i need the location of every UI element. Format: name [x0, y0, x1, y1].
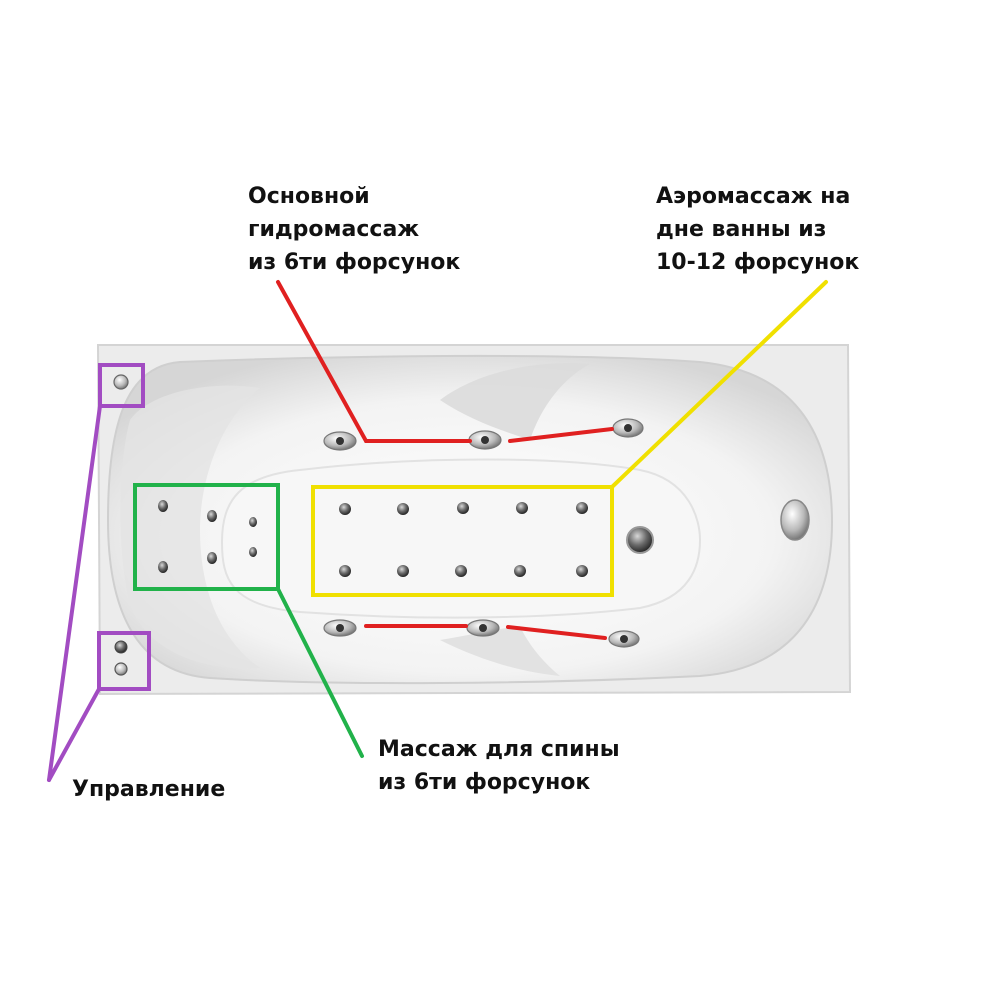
aero-nozzle [576, 565, 588, 577]
hydro-nozzle [612, 418, 644, 438]
main-hydromassage-line: из 6ти форсунок [248, 250, 461, 275]
aero-nozzle [397, 565, 409, 577]
control-button-low [114, 662, 128, 676]
aeromassage-line: дне ванны из [656, 217, 827, 242]
armrest-top [440, 363, 590, 440]
hydro-leader-line [276, 280, 472, 443]
aero-nozzle [576, 502, 588, 514]
back-massage-label: Массаж для спины из 6ти форсунок [378, 733, 620, 799]
hydro-nozzle [608, 630, 640, 648]
aero-callout [311, 280, 828, 597]
aero-nozzle [397, 503, 409, 515]
aero-nozzle [339, 503, 351, 515]
main-hydromassage-line: гидромассаж [248, 217, 420, 242]
control-frame-top [98, 363, 145, 408]
aero-nozzle [514, 565, 526, 577]
aero-frame [311, 485, 614, 597]
aeromassage-line: 10-12 форсунок [656, 250, 860, 275]
armrest-bottom [440, 626, 560, 676]
drain [626, 526, 654, 554]
hydro-nozzle [323, 431, 357, 451]
aero-nozzles [339, 502, 588, 577]
aero-nozzle [339, 565, 351, 577]
hydro-nozzle [466, 619, 500, 637]
aero-nozzle [516, 502, 528, 514]
control-leader-top [47, 404, 102, 782]
control-button-mid [114, 640, 128, 654]
back-massage-line: из 6ти форсунок [378, 770, 591, 795]
control-label-text: Управление [72, 777, 226, 802]
hydro-connector-top [508, 427, 614, 443]
aero-nozzle [455, 565, 467, 577]
hydro-nozzle [468, 430, 502, 450]
back-callout [133, 483, 364, 758]
headrest [120, 385, 260, 669]
control-button-top [113, 374, 129, 390]
hydro-nozzles [323, 418, 644, 648]
control-callout [47, 363, 151, 782]
main-hydromassage-line: Основной [248, 184, 370, 209]
control-frame-bottom [97, 631, 151, 691]
control-label: Управление [72, 773, 225, 806]
back-frame [133, 483, 280, 591]
back-massage-line: Массаж для спины [378, 737, 620, 762]
control-leader-bottom [47, 687, 101, 782]
back-nozzle [158, 500, 168, 512]
back-nozzle [249, 517, 257, 527]
back-nozzle [207, 552, 217, 564]
main-hydromassage-label: Основной гидромассаж из 6ти форсунок [248, 180, 460, 279]
back-nozzle [158, 561, 168, 573]
hydro-callout-lines [276, 280, 614, 640]
back-nozzle [249, 547, 257, 557]
back-leader-line [276, 587, 364, 758]
aero-nozzle [457, 502, 469, 514]
aero-leader-line [610, 280, 828, 489]
back-nozzle [207, 510, 217, 522]
tub-floor [220, 458, 702, 619]
hydro-connector-bottom-2 [506, 625, 607, 640]
back-nozzles [158, 500, 257, 573]
aeromassage-line: Аэромассаж на [656, 184, 851, 209]
hydro-nozzle [323, 619, 357, 637]
aeromassage-label: Аэромассаж на дне ванны из 10-12 форсуно… [656, 180, 859, 279]
overflow [780, 499, 810, 541]
